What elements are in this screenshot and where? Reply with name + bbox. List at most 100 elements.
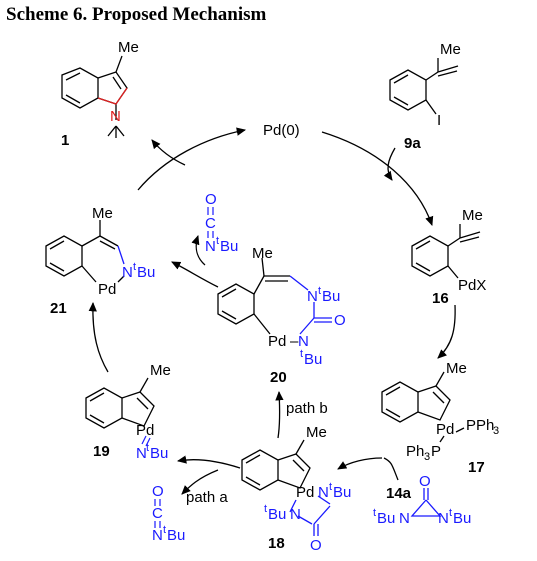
arrow-21-to-pd0 [137, 127, 247, 191]
svg-text:Pd: Pd [436, 421, 454, 438]
svg-text:Me: Me [462, 207, 483, 224]
arrow-isocyanate-out [191, 235, 206, 266]
svg-text:t: t [329, 481, 332, 493]
compound-9a: Me I 9a [389, 41, 461, 152]
svg-text:t: t [264, 503, 267, 515]
arrow-into-14a [151, 139, 186, 166]
svg-text:Me: Me [118, 39, 139, 56]
arrow-path-a-out [181, 469, 219, 495]
svg-text:C: C [205, 215, 216, 232]
compound-20: Me N t Bu O Pd – N t Bu 20 [217, 245, 346, 386]
arrow-18-to-20 [275, 390, 284, 439]
svg-text:I: I [437, 112, 441, 129]
label-14a: 1 [61, 132, 69, 149]
svg-text:PPh: PPh [466, 417, 494, 434]
arrow-19-to-21 [88, 301, 109, 373]
isocyanate-bottom: O C N t Bu [152, 483, 185, 544]
label-18: 18 [268, 535, 285, 552]
14a-benzene-ring [61, 67, 99, 109]
svg-text:Pd: Pd [268, 333, 286, 350]
compound-14a: Me N 1 [61, 39, 139, 149]
svg-text:Me: Me [150, 362, 171, 379]
svg-text:t: t [318, 285, 321, 297]
label-16: 16 [432, 290, 449, 307]
svg-text:N: N [318, 484, 329, 501]
svg-text:Bu: Bu [150, 445, 168, 462]
svg-text:O: O [205, 191, 217, 208]
svg-text:P: P [431, 443, 441, 460]
label-17: 17 [468, 459, 485, 476]
svg-text:N: N [205, 238, 216, 255]
svg-text:t: t [449, 507, 452, 519]
arrow-20-to-21 [171, 261, 219, 288]
svg-text:t: t [146, 442, 149, 454]
svg-text:N: N [290, 506, 301, 523]
svg-text:N: N [438, 510, 449, 527]
isocyanate-top: O C N t Bu [205, 191, 238, 255]
svg-text:Me: Me [252, 245, 273, 262]
svg-text:t: t [133, 261, 136, 273]
svg-text:PdX: PdX [458, 277, 486, 294]
svg-text:O: O [419, 473, 431, 490]
arrow-1-in [383, 457, 399, 481]
svg-text:Bu: Bu [304, 351, 322, 368]
catalyst-pd0: Pd(0) [263, 122, 300, 139]
svg-text:t: t [300, 348, 303, 360]
svg-text:N: N [298, 333, 309, 350]
svg-text:O: O [152, 483, 164, 500]
arrow-18-to-19 [176, 455, 241, 469]
label-9a: 9a [404, 135, 421, 152]
path-b-label: path b [286, 400, 328, 417]
svg-text:Ph: Ph [406, 443, 424, 460]
catalytic-cycle-arrows [88, 127, 456, 495]
14a-n-bonds [97, 87, 128, 105]
svg-text:N: N [399, 510, 410, 527]
16-benzene-ring [411, 235, 449, 277]
svg-text:Pd: Pd [98, 281, 116, 298]
compound-16: Me PdX 16 [411, 207, 486, 307]
18-benzene-ring [241, 449, 279, 491]
arrow-pd0-to-16 [321, 131, 434, 226]
svg-text:t: t [373, 507, 376, 519]
arrow-17-to-18 [337, 457, 383, 470]
svg-text:Bu: Bu [167, 527, 185, 544]
svg-text:Pd: Pd [136, 422, 154, 439]
compound-18: Me Pd N t Bu t Bu N O 18 [241, 424, 351, 554]
svg-text:N: N [122, 264, 133, 281]
svg-text:N: N [307, 288, 318, 305]
svg-text:Me: Me [306, 424, 327, 441]
svg-text:Me: Me [92, 205, 113, 222]
svg-text:C: C [152, 505, 163, 522]
arrow-9a-in [383, 147, 396, 181]
label-19: 19 [93, 443, 110, 460]
svg-text:O: O [310, 537, 322, 554]
svg-text:3: 3 [424, 451, 430, 463]
path-a-label: path a [186, 489, 228, 506]
svg-text:Bu: Bu [137, 264, 155, 281]
compound-1: 14a O t Bu N N t Bu [373, 473, 471, 527]
svg-text:Bu: Bu [333, 484, 351, 501]
21-benzene-ring [45, 235, 83, 277]
svg-text:N: N [110, 108, 121, 125]
svg-text:3: 3 [493, 425, 499, 437]
svg-text:Me: Me [440, 41, 461, 58]
compound-21: Me N t Bu Pd 21 [45, 205, 155, 317]
svg-text:t: t [216, 235, 219, 247]
compound-17: Me Pd PPh 3 Ph 3 P 17 [381, 360, 499, 476]
label-1: 14a [386, 485, 412, 502]
svg-text:Bu: Bu [453, 510, 471, 527]
svg-text:Pd: Pd [296, 484, 314, 501]
20-benzene-ring [217, 283, 255, 325]
svg-text:t: t [163, 524, 166, 536]
17-benzene-ring [381, 381, 419, 423]
svg-text:Bu: Bu [377, 510, 395, 527]
arrow-16-to-17 [437, 304, 456, 359]
scheme-title: Scheme 6. Proposed Mechanism [6, 4, 267, 25]
svg-text:Bu: Bu [268, 506, 286, 523]
svg-text:–: – [290, 333, 299, 350]
svg-text:Me: Me [446, 360, 467, 377]
svg-text:O: O [334, 312, 346, 329]
label-21: 21 [50, 300, 67, 317]
9a-benzene-ring [389, 69, 427, 111]
label-20: 20 [270, 369, 287, 386]
